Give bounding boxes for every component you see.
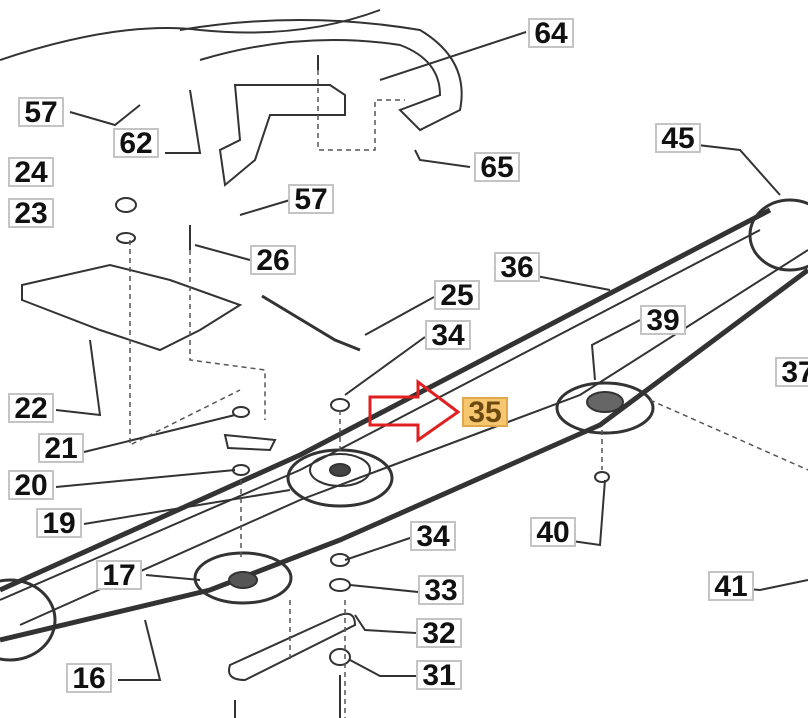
part-label-22[interactable]: 22	[8, 393, 54, 424]
part-label-31[interactable]: 31	[416, 660, 462, 691]
part-label-39[interactable]: 39	[640, 305, 686, 336]
arm-bracket	[218, 84, 346, 187]
pulley-39	[555, 381, 655, 435]
idler-arm	[228, 612, 357, 682]
part-label-62[interactable]: 62	[113, 128, 159, 159]
part-label-57b[interactable]: 57	[288, 184, 334, 215]
part-label-20[interactable]: 20	[8, 470, 54, 501]
part-label-64[interactable]: 64	[528, 18, 574, 49]
part-label-35-highlighted[interactable]: 35	[462, 397, 508, 428]
part-label-33[interactable]: 33	[418, 575, 464, 606]
part-label-37[interactable]: 37	[775, 357, 808, 388]
belt-36	[0, 207, 772, 593]
pulley-35	[286, 448, 394, 508]
spring	[261, 294, 361, 352]
belt-36-inner	[0, 229, 761, 601]
part-label-57[interactable]: 57	[18, 97, 64, 128]
part-label-19[interactable]: 19	[36, 508, 82, 539]
pulley-left	[0, 578, 57, 662]
belt-lower	[0, 267, 808, 643]
part-label-45[interactable]: 45	[655, 123, 701, 154]
part-label-24[interactable]: 24	[8, 157, 54, 188]
pulley-17	[193, 551, 293, 605]
part-label-36[interactable]: 36	[494, 252, 540, 283]
part-label-41[interactable]: 41	[708, 571, 754, 602]
part-label-17[interactable]: 17	[96, 560, 142, 591]
belt-guide	[21, 263, 243, 352]
part-label-34[interactable]: 34	[425, 320, 471, 351]
part-label-26[interactable]: 26	[250, 245, 296, 276]
part-label-16[interactable]: 16	[66, 663, 112, 694]
pulley-45	[748, 198, 808, 272]
part-label-34b[interactable]: 34	[410, 521, 456, 552]
frame-bracket	[0, 9, 463, 132]
part-label-65[interactable]: 65	[474, 152, 520, 183]
part-label-32[interactable]: 32	[416, 618, 462, 649]
part-label-40[interactable]: 40	[530, 517, 576, 548]
part-label-23[interactable]: 23	[8, 198, 54, 229]
belt-lower-inner	[19, 249, 808, 626]
part-label-21[interactable]: 21	[38, 433, 84, 464]
red-arrow-icon	[368, 379, 461, 443]
part-label-25[interactable]: 25	[434, 280, 480, 311]
